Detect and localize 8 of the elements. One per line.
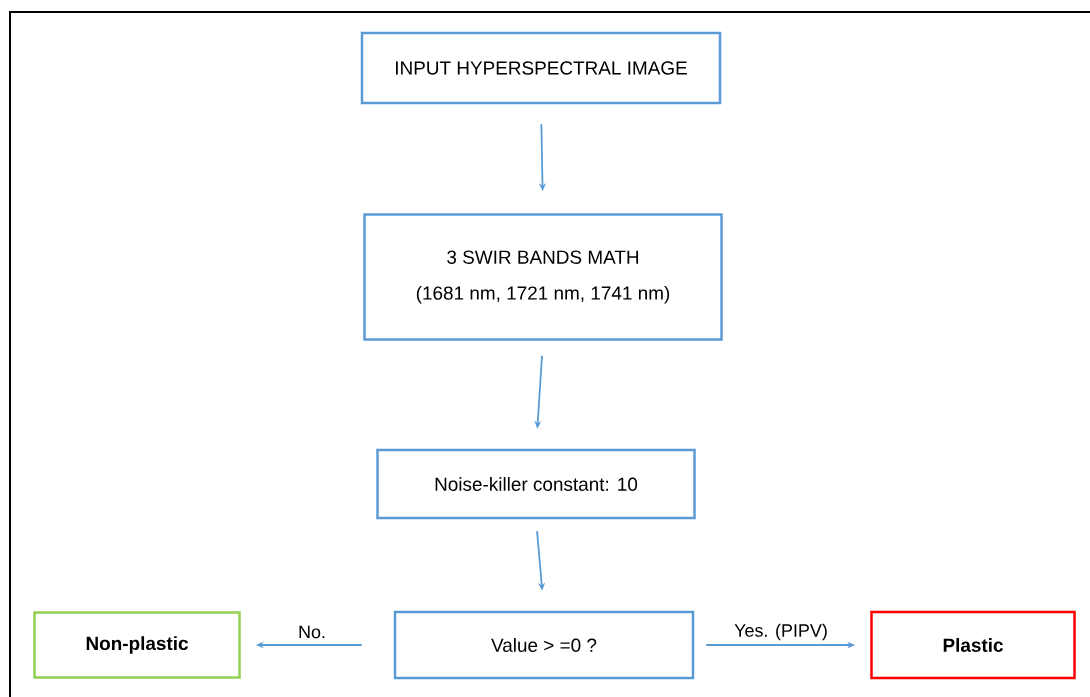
process-box: INPUT HYPERSPECTRAL IMAGE	[360, 31, 722, 105]
process-box: 3 SWIR BANDS MATH (1681 nm, 1721 nm, 1741 nm)	[363, 213, 723, 341]
result-box: Plastic	[870, 610, 1076, 680]
result-box: Non-plastic	[33, 611, 241, 679]
edge-label: Yes. (PIPV)	[734, 623, 827, 641]
decision-box: Value > =0 ?	[393, 610, 695, 680]
process-box: Noise-killer constant: 10	[376, 448, 696, 520]
edge-label: No.	[299, 625, 325, 639]
